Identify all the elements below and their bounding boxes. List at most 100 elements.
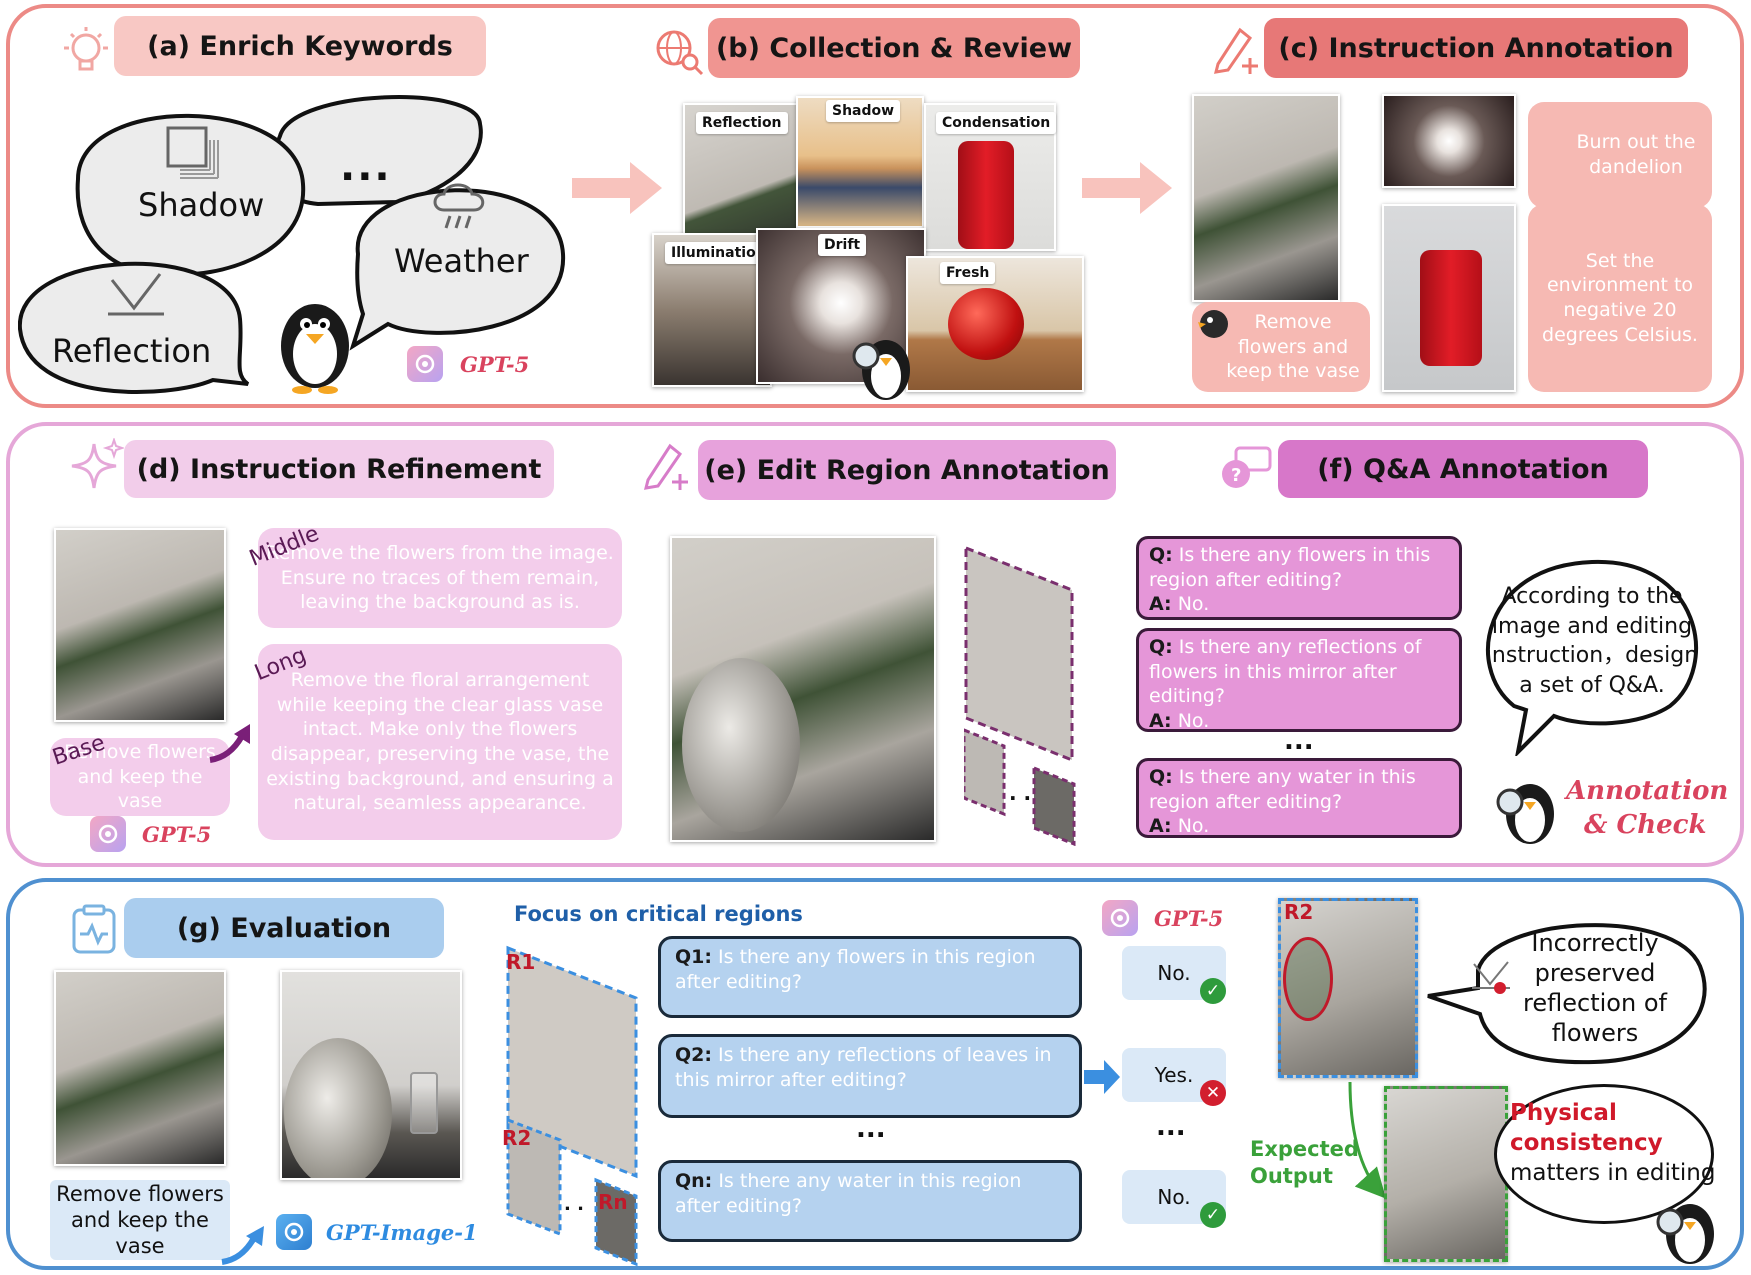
eval-q-label: Q1:: [675, 946, 712, 968]
keyword-weather: Weather: [394, 242, 529, 280]
qa-answer: No.: [1177, 593, 1210, 616]
model-gpt5-d: GPT-5: [142, 822, 212, 847]
qa-question: Is there any flowers in this region afte…: [1149, 544, 1431, 591]
region-label-rn: Rn: [598, 1190, 628, 1214]
section-d-title: (d) Instruction Refinement: [124, 440, 554, 498]
photo-coke: [1382, 204, 1516, 392]
model-gpt5-g: GPT-5: [1154, 906, 1224, 931]
pen-plus-icon: [1213, 27, 1258, 74]
flow-arrow-icon: [572, 162, 662, 214]
qa-q-label: Q:: [1149, 766, 1173, 788]
keyword-more: ...: [340, 144, 392, 190]
weather-icon: [433, 183, 485, 229]
section-g-title: (g) Evaluation: [124, 898, 444, 958]
qa-item-3: Q: Is there any water in this region aft…: [1136, 758, 1462, 838]
qa-bubble-text: According to the image and editing instr…: [1485, 584, 1699, 699]
section-a-title: (a) Enrich Keywords: [114, 16, 486, 76]
section-c-title: (c) Instruction Annotation: [1264, 18, 1688, 78]
qa-q-label: Q:: [1149, 544, 1173, 566]
tag-drift: Drift: [818, 234, 867, 256]
check-icon: ✓: [1200, 1202, 1226, 1228]
physical-line3: matters in editing: [1510, 1160, 1716, 1186]
tag-condensation: Condensation: [936, 112, 1057, 134]
eval-speech-bubble: [1427, 923, 1707, 1065]
qa-item-2: Q: Is there any reflections of flowers i…: [1136, 628, 1462, 732]
qa-ellipsis: ...: [1284, 726, 1314, 756]
annotation-check-line1: Annotation: [1566, 776, 1729, 806]
eval-instruction: Remove flowers and keep the vase: [50, 1180, 230, 1260]
chat-question-icon: ?: [1222, 446, 1272, 488]
model-gpt5-a: GPT-5: [460, 352, 530, 377]
eval-q-label: Qn:: [675, 1170, 713, 1192]
keyword-bubbles: [18, 95, 566, 394]
physical-bubble: [1494, 1084, 1714, 1224]
eval-question-2: Q2: Is there any reflections of leaves i…: [658, 1034, 1082, 1118]
region-label-r2-crop: R2: [1284, 900, 1314, 924]
refinement-base-text: Remove flowers and keep the vase: [50, 738, 230, 816]
refinement-long-text: Remove the floral arrangement while keep…: [258, 644, 622, 840]
eval-q-text: Is there any flowers in this region afte…: [675, 946, 1036, 993]
refinement-middle-text: Remove the flowers from the image. Ensur…: [258, 528, 622, 628]
lightbulb-icon: [64, 27, 108, 71]
expected-arrow: [1348, 1081, 1386, 1199]
penguin-magnifier-icon: [1496, 784, 1554, 844]
reflection-icon: [108, 273, 164, 316]
photo-r2-crop: [1278, 898, 1418, 1078]
flow-arrow-icon: [1082, 162, 1172, 214]
region-crops: . .: [964, 546, 1076, 846]
openai-logo-icon: [407, 346, 443, 382]
curved-arrow-icon: [209, 724, 250, 763]
section-b-title: (b) Collection & Review: [708, 18, 1080, 78]
physical-line2: consistency: [1510, 1130, 1663, 1156]
photo-eval-output: [280, 970, 462, 1180]
qa-speech-bubble: [1486, 559, 1698, 756]
region-label-r2: R2: [502, 1126, 532, 1150]
globe-search-icon: [656, 30, 704, 76]
photo-vase-refinement: [54, 528, 226, 722]
svg-text:?: ?: [1231, 465, 1241, 486]
qa-a-label: A:: [1149, 815, 1172, 838]
bird-mascot-icon: [1198, 310, 1228, 338]
eval-question-1: Q1: Is there any flowers in this region …: [658, 936, 1082, 1018]
check-icon: ✓: [1200, 978, 1226, 1004]
eval-ellipsis: ...: [856, 1114, 886, 1144]
photo-dandelion: [1382, 94, 1516, 188]
clipboard-pulse-icon: [72, 904, 116, 954]
curved-arrow-icon: [221, 1226, 264, 1265]
photo-vase-original: [1192, 94, 1340, 302]
penguin-magnifier-icon: [1656, 1204, 1714, 1264]
cross-icon: ✕: [1200, 1080, 1226, 1106]
openai-logo-icon: [276, 1214, 312, 1250]
eval-q-text: Is there any reflections of leaves in th…: [675, 1044, 1052, 1091]
expected-output-label: Expected Output: [1250, 1137, 1359, 1189]
shadow-icon: [166, 126, 219, 179]
svg-text:. .: . .: [1009, 781, 1031, 805]
eval-answer-1: No.: [1122, 946, 1226, 1000]
model-gpt-image: GPT-Image-1: [326, 1220, 478, 1245]
penguin-mascot-icon: [281, 304, 349, 394]
qa-a-label: A:: [1149, 593, 1172, 616]
qa-a-label: A:: [1149, 710, 1172, 733]
focus-label: Focus on critical regions: [514, 902, 803, 926]
photo-expected-output: [1384, 1086, 1508, 1262]
qa-answer: No.: [1177, 710, 1210, 733]
physical-line1: Physical: [1510, 1100, 1617, 1126]
section-e-title: (e) Edit Region Annotation: [698, 440, 1116, 500]
collection-panel: [6, 4, 1744, 408]
photo-eval-input: [54, 970, 226, 1166]
eval-q-label: Q2:: [675, 1044, 712, 1066]
evaluation-panel: [6, 878, 1744, 1270]
qa-question: Is there any water in this region after …: [1149, 766, 1416, 813]
sparkle-icon: [71, 438, 124, 489]
tag-shadow: Shadow: [826, 100, 901, 122]
pen-plus-icon: [643, 443, 688, 490]
tag-reflection: Reflection: [696, 112, 788, 134]
qa-q-label: Q:: [1149, 636, 1173, 658]
instruction-card-dandelion: Burn out the dandelion: [1528, 102, 1712, 208]
instruction-card-coke: Set the environment to negative 20 degre…: [1528, 204, 1712, 392]
annotation-panel: [6, 422, 1744, 867]
eval-question-n: Qn: Is there any water in this region af…: [658, 1160, 1082, 1242]
keyword-shadow: Shadow: [138, 186, 265, 224]
photo-vase-large: [670, 536, 936, 842]
annotation-check-line2: & Check: [1584, 810, 1707, 840]
